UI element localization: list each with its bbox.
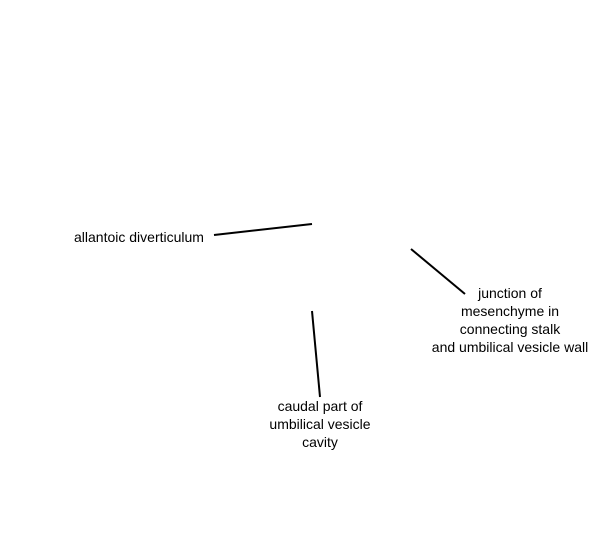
label-text: caudal part of xyxy=(277,398,363,414)
leader-line-junction-of-mesenchyme xyxy=(410,248,466,295)
label-text: allantoic diverticulum xyxy=(74,229,204,245)
leader-line-allantoic-diverticulum xyxy=(213,223,313,236)
leader-line-caudal-umbilical-vesicle xyxy=(311,310,321,398)
label-text: junction of xyxy=(478,285,542,301)
label-text: mesenchyme in xyxy=(460,303,560,319)
label-text: connecting stalk xyxy=(459,321,561,337)
label-text: umbilical vesicle xyxy=(269,416,371,432)
label-text: and umbilical vesicle wall xyxy=(431,339,589,355)
label-caudal-umbilical-vesicle-cavity: caudal part of umbilical vesicle cavity xyxy=(260,397,380,451)
label-allantoic-diverticulum: allantoic diverticulum xyxy=(74,228,204,246)
label-text: cavity xyxy=(302,434,338,450)
label-junction-of-mesenchyme: junction of mesenchyme in connecting sta… xyxy=(430,284,590,356)
